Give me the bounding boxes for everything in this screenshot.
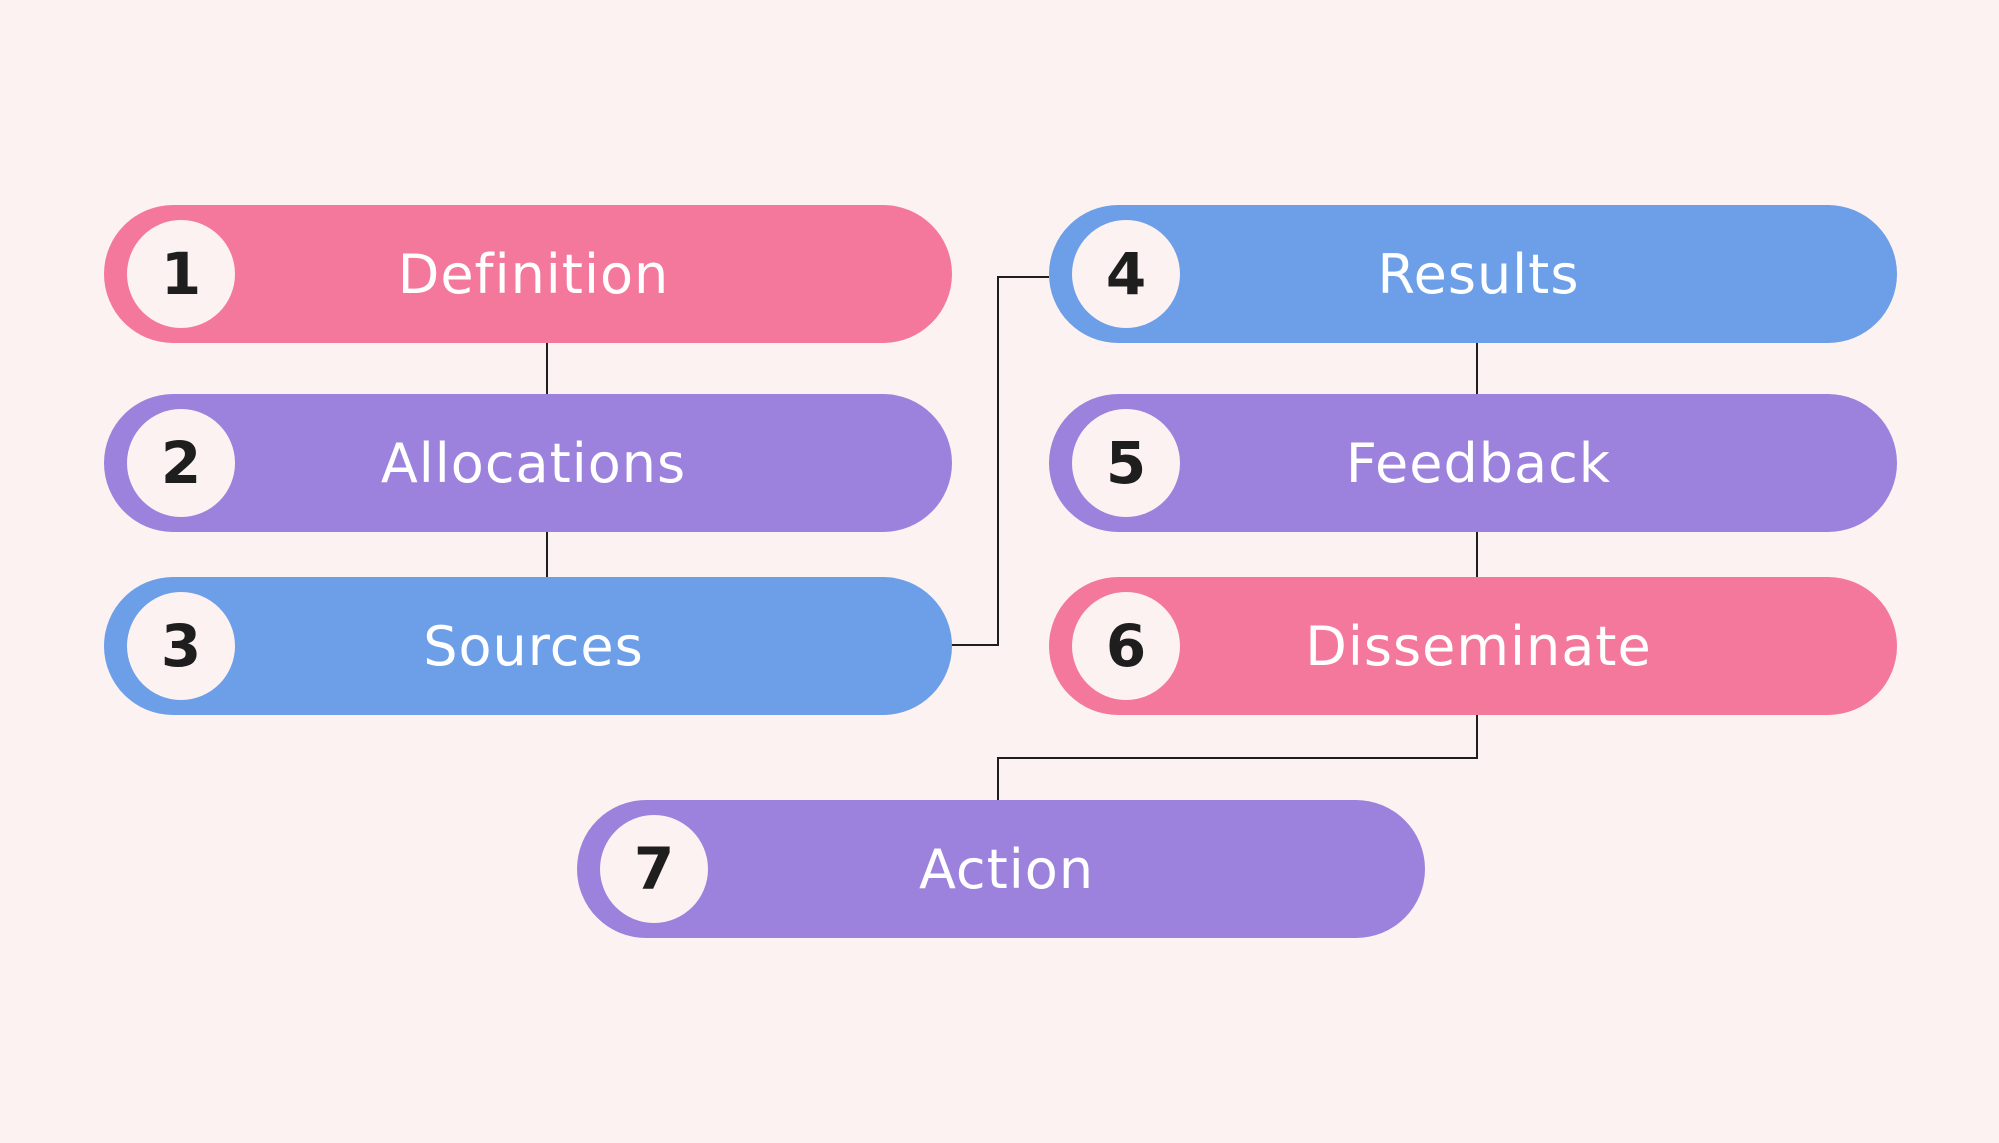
step-disseminate: 6 Disseminate [1049,577,1897,715]
step-definition: 1 Definition [104,205,952,343]
step-number-badge: 7 [600,815,708,923]
step-label: Results [1377,242,1580,306]
connector-3-4 [950,276,1049,646]
step-label: Sources [423,614,644,678]
step-allocations: 2 Allocations [104,394,952,532]
step-results: 4 Results [1049,205,1897,343]
step-label: Disseminate [1305,614,1652,678]
step-number-badge: 4 [1072,220,1180,328]
step-label: Feedback [1345,431,1612,495]
step-number-badge: 5 [1072,409,1180,517]
step-label: Definition [397,242,670,306]
step-number-badge: 2 [127,409,235,517]
step-number-badge: 1 [127,220,235,328]
step-number-badge: 3 [127,592,235,700]
step-sources: 3 Sources [104,577,952,715]
step-label: Action [918,837,1095,901]
step-number-badge: 6 [1072,592,1180,700]
connector-6-7 [997,714,1478,800]
step-label: Allocations [380,431,687,495]
step-action: 7 Action [577,800,1425,938]
step-feedback: 5 Feedback [1049,394,1897,532]
